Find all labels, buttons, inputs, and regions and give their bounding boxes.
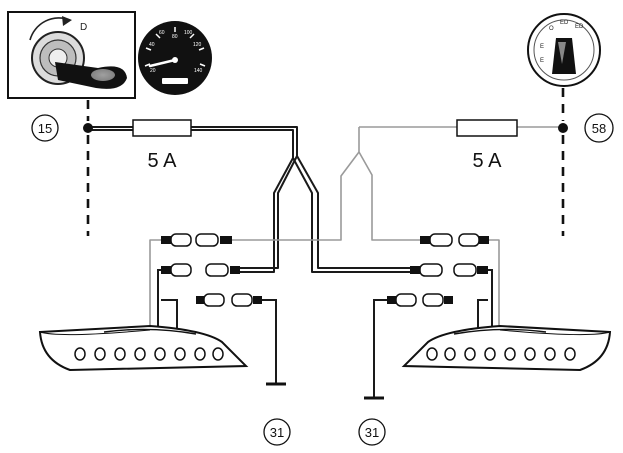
junction-dot-15 xyxy=(83,123,93,133)
connector-left-top xyxy=(161,233,232,247)
svg-text:80: 80 xyxy=(172,34,178,40)
terminal-58-badge: 58 xyxy=(584,113,614,143)
svg-text:20: 20 xyxy=(150,68,156,74)
connector-right-bottom xyxy=(387,293,453,307)
lamp-feed-wires xyxy=(157,269,493,398)
ignition-key-icon: D xyxy=(7,11,136,99)
svg-text:100: 100 xyxy=(184,30,193,36)
connector-right-middle xyxy=(410,263,488,277)
terminal-31-left-badge: 31 xyxy=(263,418,291,446)
terminal-31-right-badge: 31 xyxy=(358,418,386,446)
fuse-left-label: 5 A xyxy=(148,150,178,172)
svg-text:ED: ED xyxy=(575,24,584,30)
svg-text:60: 60 xyxy=(159,30,165,36)
svg-text:O: O xyxy=(549,26,554,32)
dark-wire-harness xyxy=(92,126,410,273)
svg-text:140: 140 xyxy=(194,68,203,74)
fuse-right-label: 5 A xyxy=(473,150,503,172)
lamp-right-icon xyxy=(401,324,612,372)
svg-text:ED: ED xyxy=(560,20,569,26)
light-wire-harness xyxy=(149,126,559,330)
lamp-left-icon xyxy=(38,324,249,372)
terminal-31-left-label: 31 xyxy=(270,425,284,440)
fuse-left xyxy=(132,119,192,137)
connector-right-top xyxy=(420,233,489,247)
svg-text:E: E xyxy=(540,44,544,50)
light-switch-icon: O ED ED E E xyxy=(527,13,601,87)
terminal-15-label: 15 xyxy=(38,121,52,136)
terminal-58-label: 58 xyxy=(592,121,606,136)
svg-text:E: E xyxy=(540,58,544,64)
fuse-right xyxy=(456,119,518,137)
junction-dot-58 xyxy=(558,123,568,133)
connector-left-bottom xyxy=(196,293,262,307)
connector-left-middle xyxy=(161,263,240,277)
terminal-15-badge: 15 xyxy=(31,114,59,142)
svg-text:120: 120 xyxy=(193,42,202,48)
svg-text:40: 40 xyxy=(149,42,155,48)
terminal-31-right-label: 31 xyxy=(365,425,379,440)
svg-text:D: D xyxy=(80,22,87,33)
